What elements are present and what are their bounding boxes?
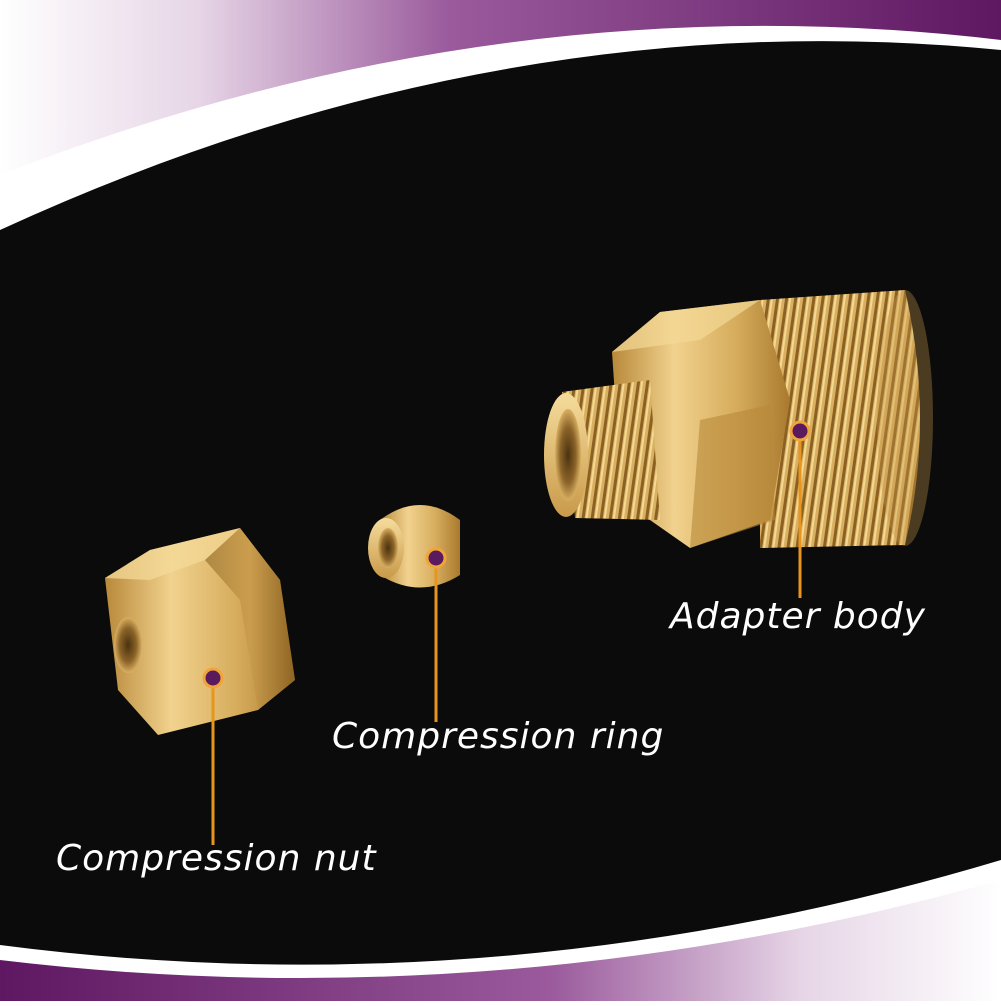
black-backdrop bbox=[0, 41, 1001, 965]
marker-dot-ring bbox=[425, 547, 447, 569]
label-compression-nut: Compression nut bbox=[56, 838, 377, 879]
label-compression-ring: Compression ring bbox=[332, 716, 665, 757]
adapter-body-image bbox=[544, 290, 933, 548]
leader-body bbox=[789, 420, 811, 598]
bottom-band bbox=[0, 880, 1001, 1001]
leader-nut bbox=[202, 667, 224, 845]
marker-dot-body bbox=[789, 420, 811, 442]
compression-nut-image bbox=[105, 528, 295, 735]
marker-dot-nut bbox=[202, 667, 224, 689]
leader-ring bbox=[425, 547, 447, 722]
label-adapter-body: Adapter body bbox=[670, 596, 926, 637]
